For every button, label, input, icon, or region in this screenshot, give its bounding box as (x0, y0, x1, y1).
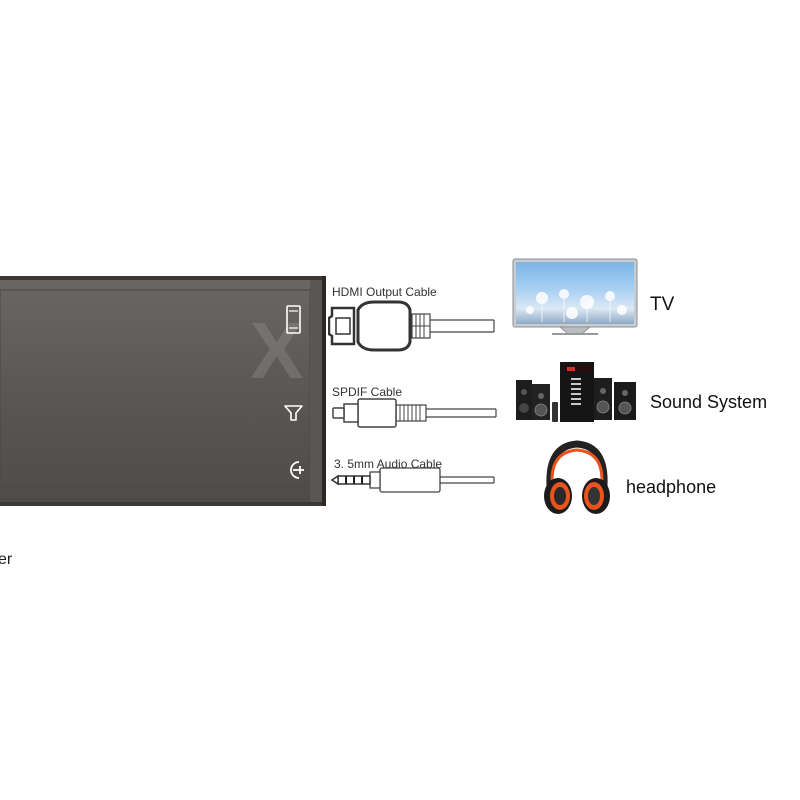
partial-caption: er (0, 551, 13, 568)
hdmi-port-icon (284, 305, 304, 335)
aux-cable-icon (330, 466, 500, 494)
hdmi-cable-icon (327, 300, 498, 352)
headphone-icon (540, 440, 614, 518)
spdif-cable-icon (330, 396, 500, 430)
sound-system-label: Sound System (650, 392, 768, 412)
hdmi-cable-label: HDMI Output Cable (332, 285, 437, 299)
speaker-system-icon (514, 358, 640, 424)
optical-port-icon (284, 404, 304, 422)
converter-device: X (0, 276, 326, 506)
audio-jack-icon (284, 458, 306, 482)
spdif-cable-label: SPDIF Cable (332, 385, 403, 399)
headphone-label: headphone (626, 477, 717, 497)
svg-text:X: X (250, 306, 303, 395)
tv-icon (512, 258, 638, 336)
tv-label: TV (650, 294, 675, 315)
